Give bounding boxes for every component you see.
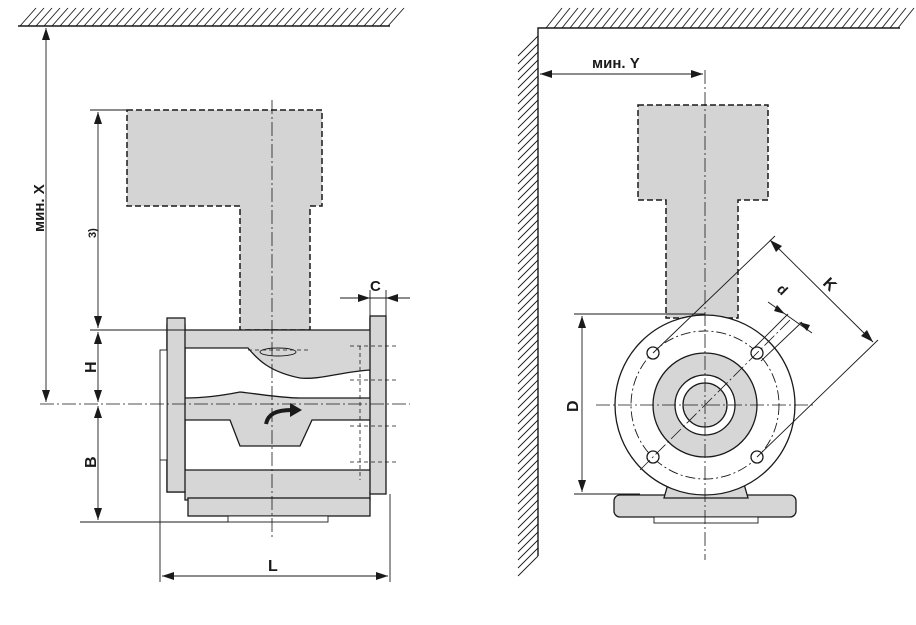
label-min-y: мин. Y [592,55,640,72]
label-h: H [83,361,100,373]
dim-h: H [83,332,102,402]
dim-actuator-height: 3) [87,109,248,331]
dim-min-x: мин. X [31,28,50,402]
label-c: C [370,278,381,295]
label-d-small: d [774,281,791,298]
dim-k: K [652,235,879,458]
wall-hatch-right [517,7,915,577]
label-min-x: мин. X [31,184,48,232]
right-view: мин. Y D K d [517,7,915,577]
dim-l: L [159,460,391,582]
dim-min-y: мин. Y [540,55,703,78]
left-view: мин. X 3) H B [18,7,410,582]
actuator-outline-right [637,104,769,319]
label-d-big: D [565,400,582,412]
diagonal-bolt-line [639,319,791,471]
label-note-3: 3) [87,228,99,238]
dim-c: C [340,278,410,318]
dim-b: B [80,406,228,523]
label-l: L [268,558,278,575]
actuator-outline-left [126,109,323,331]
label-b: B [83,456,100,468]
ceiling-hatch-left [18,7,405,27]
valve-body-left [159,315,398,523]
flow-arrow-icon [264,408,293,425]
dim-d: D [565,313,705,495]
